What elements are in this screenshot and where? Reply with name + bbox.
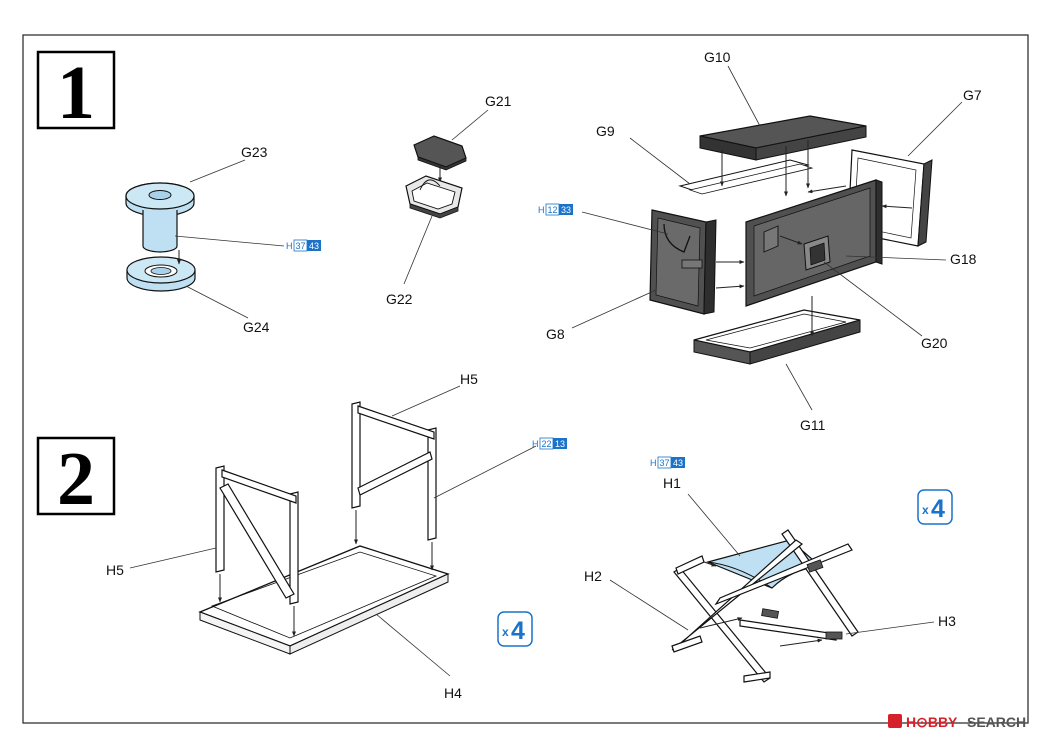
color-code-stool: H 37 43 [650,456,685,469]
svg-text:22: 22 [542,439,552,449]
leader-g7 [907,101,963,157]
label-h1: H1 [663,475,681,491]
svg-text:43: 43 [673,458,683,468]
label-g24: G24 [243,319,270,335]
leader-table-code [433,445,537,499]
label-h5-right: H5 [460,371,478,387]
leader-h1 [687,493,741,557]
label-g11: G11 [800,417,826,433]
multiplier-badge-table: x 4 [497,611,533,647]
svg-text:x: x [922,503,929,517]
color-code-box: H 12 33 [538,203,573,216]
step-1-badge: 1 [36,50,116,135]
svg-text:H: H [650,458,657,468]
hobby-search-watermark: H⊙BBY SEARCH [888,714,1026,730]
label-g9: G9 [596,123,615,139]
svg-text:H: H [538,205,545,215]
svg-text:12: 12 [548,205,558,215]
watermark-logo-icon [888,714,902,728]
step-2-badge: 2 [36,436,116,521]
leader-h4 [375,613,451,677]
color-code-spool: H 37 43 [286,239,321,252]
leader-g21 [451,109,489,141]
label-h3: H3 [938,613,956,629]
svg-text:43: 43 [309,241,319,251]
svg-text:4: 4 [511,617,525,645]
label-g21: G21 [485,93,512,109]
label-g22: G22 [386,291,413,307]
leader-h5-right [391,385,461,417]
svg-text:H: H [286,241,293,251]
stool-assembly [671,529,859,683]
leader-box-code [581,211,669,235]
label-h5-left: H5 [106,562,124,578]
leader-h2 [609,579,689,631]
svg-text:x: x [502,625,509,639]
table-assembly [198,401,450,655]
spool-assembly [125,182,196,292]
small-box-assembly [405,135,467,219]
label-g7: G7 [963,87,982,103]
leader-g11 [785,363,813,411]
leader-g22 [403,215,433,285]
leader-spool-code [174,235,285,247]
svg-text:H: H [532,439,539,449]
leader-h5-left [129,547,217,569]
step-1-number: 1 [57,51,95,135]
leader-g23 [189,159,246,183]
svg-text:37: 37 [660,458,670,468]
label-h4: H4 [444,685,462,701]
svg-text:13: 13 [555,439,565,449]
svg-text:H⊙BBY: H⊙BBY [906,714,958,730]
diagram-frame [22,34,1029,724]
leader-h3 [845,621,935,635]
svg-text:33: 33 [561,205,571,215]
label-g10: G10 [704,49,731,65]
label-g8: G8 [546,326,565,342]
leader-g20 [823,261,923,337]
leader-g24 [185,285,249,319]
label-g20: G20 [921,335,948,351]
svg-text:4: 4 [931,495,945,523]
leader-g10 [727,65,761,127]
leader-g9 [629,137,691,185]
color-code-table: H 22 13 [532,437,567,450]
label-g23: G23 [241,144,268,160]
svg-text:SEARCH: SEARCH [967,714,1026,730]
label-g18: G18 [950,251,977,267]
step-2-number: 2 [57,437,95,521]
label-h2: H2 [584,568,602,584]
leader-g8 [571,289,657,329]
leader-g18 [845,255,947,261]
svg-text:37: 37 [296,241,306,251]
multiplier-badge-stool: x 4 [917,489,953,525]
crate-assembly [649,115,933,365]
